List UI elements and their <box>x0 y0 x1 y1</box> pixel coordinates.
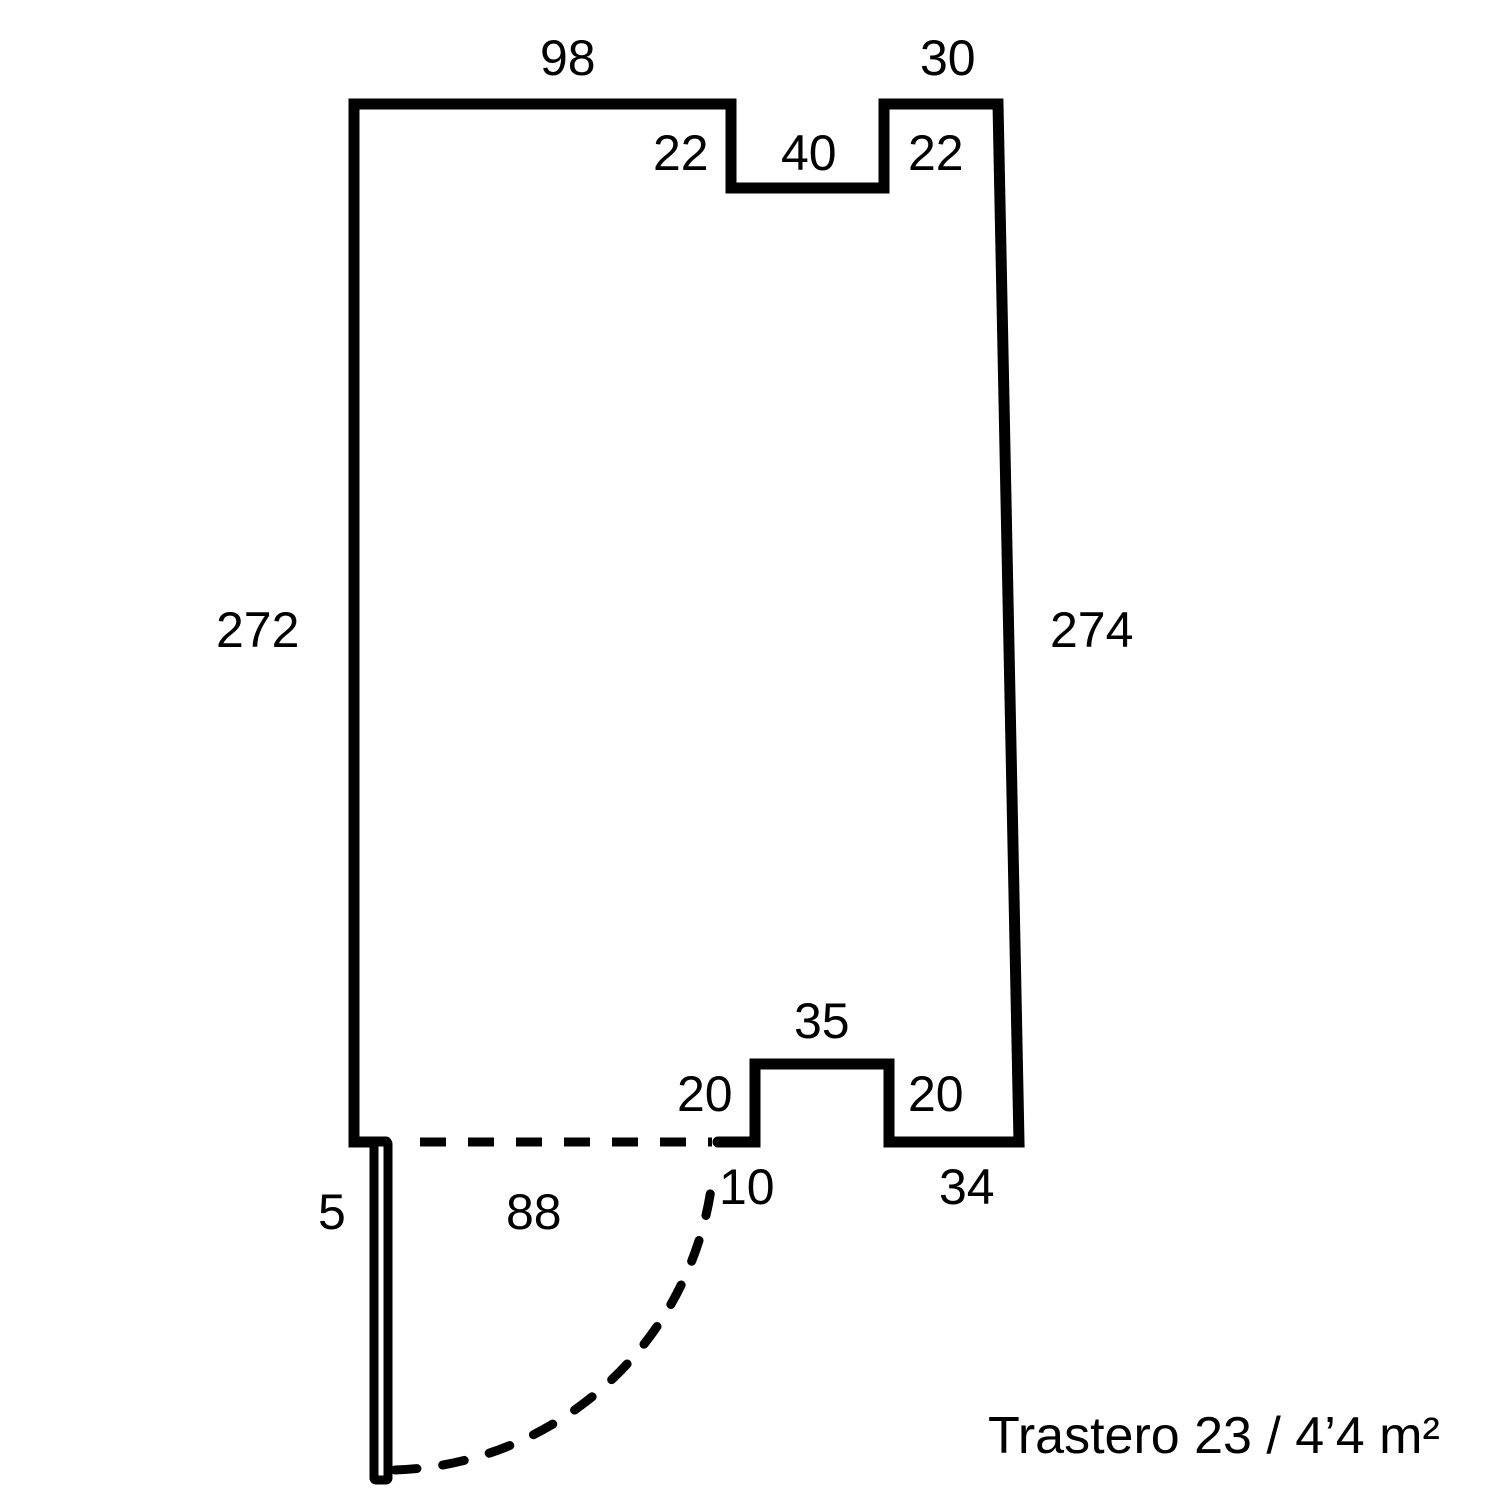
dim-top-notch-right: 22 <box>908 125 964 181</box>
dim-bottom-notch-width: 35 <box>794 993 850 1049</box>
room-walls <box>348 98 1025 1148</box>
dim-bottom-right: 34 <box>939 1159 995 1215</box>
dim-right-wall: 274 <box>1050 602 1134 658</box>
dim-door-wall: 5 <box>318 1184 346 1240</box>
dim-top-notch-width: 40 <box>781 125 837 181</box>
dim-bottom-notch-right: 20 <box>908 1066 964 1122</box>
room-title: Trastero 23 / 4’4 m² <box>988 1407 1440 1465</box>
dim-top-right: 30 <box>920 30 976 86</box>
dim-left-wall: 272 <box>216 602 300 658</box>
door-leaf <box>369 1137 393 1485</box>
dim-bottom-stub: 10 <box>719 1159 775 1215</box>
door-swing-arc <box>390 1177 717 1475</box>
dim-top-left: 98 <box>540 30 596 86</box>
dim-door-opening: 88 <box>506 1184 562 1240</box>
dim-top-notch-left: 22 <box>653 125 709 181</box>
dim-bottom-notch-left: 20 <box>677 1066 733 1122</box>
